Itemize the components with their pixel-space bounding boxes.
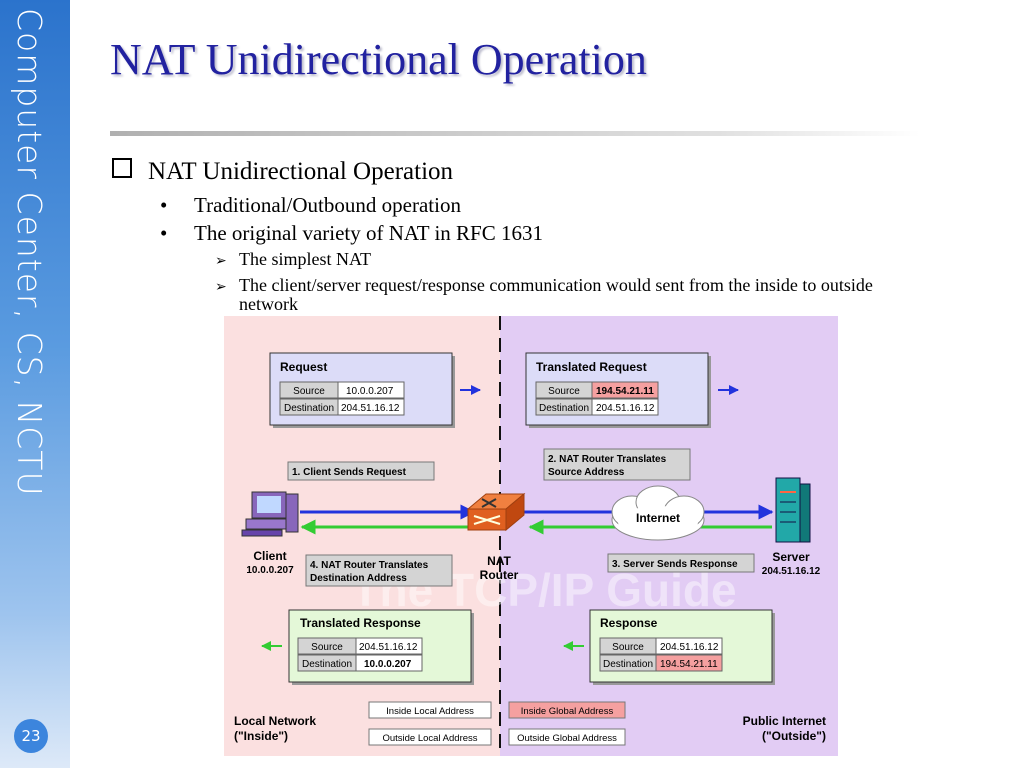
response-destination-label: Destination (603, 659, 653, 670)
translated-request-source-label: Source (548, 386, 580, 397)
translated-request-destination-label: Destination (539, 403, 589, 414)
checkbox-bullet-icon (112, 158, 132, 178)
translated-response-source-label: Source (311, 642, 343, 653)
nat-diagram: The TCP/IP Guide Request Source 10.0.0.2… (224, 316, 838, 756)
page-number: 23 (14, 719, 48, 753)
client-ip: 10.0.0.207 (246, 565, 294, 576)
translated-request-title: Translated Request (536, 360, 647, 374)
request-title: Request (280, 360, 327, 374)
request-source-label: Source (293, 386, 325, 397)
bullet-list: NAT Unidirectional Operation •Traditiona… (0, 0, 1024, 320)
server-label: Server (772, 550, 810, 564)
step-1-label: 1. Client Sends Request (287, 461, 435, 481)
svg-text:1. Client Sends Request: 1. Client Sends Request (292, 467, 407, 478)
request-destination-value: 204.51.16.12 (341, 403, 400, 414)
svg-text:2. NAT Router Translates: 2. NAT Router Translates (548, 454, 667, 465)
legend-inside-global: Inside Global Address (521, 706, 614, 717)
computer-icon (241, 491, 299, 537)
server-ip: 204.51.16.12 (762, 566, 821, 577)
svg-text:Source Address: Source Address (548, 467, 625, 478)
router-icon (466, 492, 526, 532)
sidebar: Computer Center, CS, NCTU 23 (0, 0, 70, 768)
translated-response-destination-label: Destination (302, 659, 352, 670)
slide-title: NAT Unidirectional Operation (110, 35, 647, 84)
svg-text:4. NAT Router Translates: 4. NAT Router Translates (310, 560, 429, 571)
legend: Inside Local Address Inside Global Addre… (368, 701, 626, 746)
bullet-subsub-2-cont: network (239, 294, 298, 314)
bullet-sub-1: •Traditional/Outbound operation (160, 193, 461, 217)
bullet-sub-2: •The original variety of NAT in RFC 1631 (160, 221, 543, 245)
request-box: Request Source 10.0.0.207 Destination 20… (269, 352, 455, 428)
response-destination-value: 194.54.21.11 (660, 659, 718, 670)
cloud-icon: Internet (611, 485, 705, 541)
legend-outside-local: Outside Local Address (382, 733, 477, 744)
response-box: Response Source 204.51.16.12 Destination… (589, 609, 775, 685)
step-3-label: 3. Server Sends Response (607, 553, 755, 573)
dot-bullet-icon: • (160, 221, 168, 245)
response-source-label: Source (612, 642, 644, 653)
translated-response-source-value: 204.51.16.12 (359, 642, 418, 653)
translated-response-title: Translated Response (300, 616, 421, 630)
public-internet-sublabel: ("Outside") (762, 729, 826, 743)
server-icon (775, 477, 811, 543)
translated-response-destination-value: 10.0.0.207 (364, 659, 412, 670)
step-4-label: 4. NAT Router Translates Destination Add… (305, 554, 453, 587)
legend-outside-global: Outside Global Address (517, 733, 617, 744)
svg-text:Destination Address: Destination Address (310, 573, 407, 584)
translated-request-destination-value: 204.51.16.12 (596, 403, 655, 414)
request-destination-label: Destination (284, 403, 334, 414)
arrow-bullet-icon: ➢ (215, 279, 227, 295)
router-label-2: Router (480, 568, 519, 582)
local-network-label: Local Network (234, 714, 316, 728)
brand-text: Computer Center, CS, NCTU (10, 8, 49, 497)
internet-label: Internet (636, 511, 680, 525)
legend-inside-local: Inside Local Address (386, 706, 474, 717)
translated-request-source-value: 194.54.21.11 (596, 386, 654, 397)
svg-text:3. Server Sends Response: 3. Server Sends Response (612, 559, 738, 570)
title-divider (110, 131, 920, 136)
client-label: Client (253, 549, 286, 563)
response-source-value: 204.51.16.12 (660, 642, 719, 653)
response-title: Response (600, 616, 658, 630)
arrow-bullet-icon: ➢ (215, 253, 227, 269)
bullet-subsub-1: ➢The simplest NAT (215, 249, 371, 270)
dot-bullet-icon: • (160, 193, 168, 217)
translated-request-box: Translated Request Source 194.54.21.11 D… (525, 352, 711, 428)
translated-response-box: Translated Response Source 204.51.16.12 … (288, 609, 474, 685)
bullet-subsub-2: ➢The client/server request/response comm… (215, 275, 873, 296)
bullet-main: NAT Unidirectional Operation (112, 158, 453, 186)
step-2-label: 2. NAT Router Translates Source Address (543, 448, 691, 481)
public-internet-label: Public Internet (743, 714, 826, 728)
local-network-sublabel: ("Inside") (234, 729, 288, 743)
router-label-1: NAT (487, 554, 511, 568)
request-source-value: 10.0.0.207 (346, 386, 394, 397)
